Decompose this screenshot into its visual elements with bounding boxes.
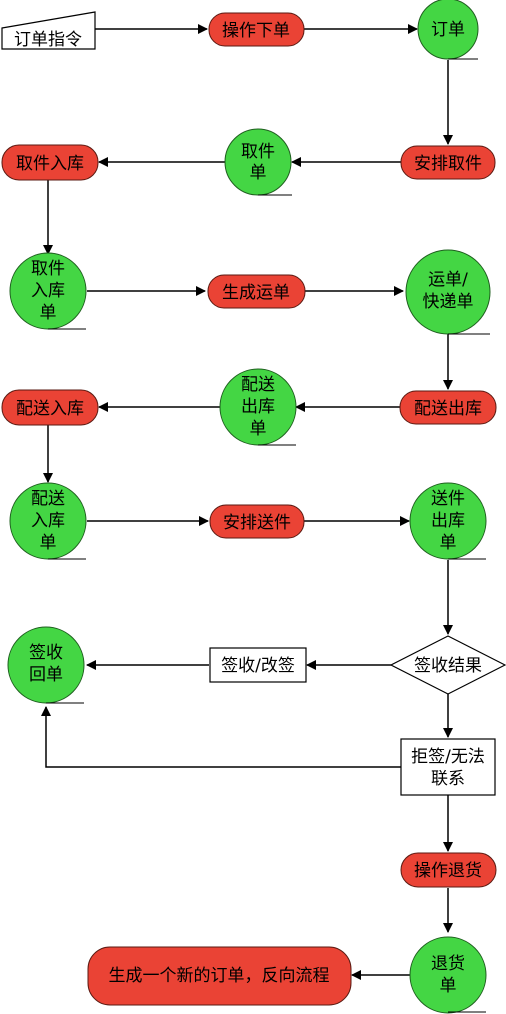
doc-pickup-in-slip: 取件 入库 单 — [9, 252, 87, 330]
document-label-line2: 回单 — [29, 665, 63, 685]
document-label-line2: 出库 — [241, 397, 275, 417]
process-label: 安排取件 — [414, 154, 482, 174]
decision-label: 签收结果 — [414, 656, 482, 676]
document-label-line1: 取件 — [31, 259, 65, 279]
process-make-waybill: 生成运单 — [207, 274, 306, 309]
outcome-box — [209, 647, 307, 683]
document-label-line2: 出库 — [431, 511, 465, 531]
process-pickup-in: 取件入库 — [1, 144, 99, 181]
process-reverse: 生成一个新的订单，反向流程 — [87, 946, 352, 1006]
doc-dispatch-out-slip: 配送 出库 单 — [219, 368, 297, 446]
process-label: 安排送件 — [223, 513, 291, 533]
decision-sign-result: 签收结果 — [389, 635, 506, 695]
start-node: 订单指令 — [1, 11, 96, 50]
decision-diamond — [389, 635, 506, 695]
doc-return-slip: 退货 单 — [409, 936, 487, 1014]
outcome-label: 签收/改签 — [221, 656, 295, 676]
doc-pickup-slip: 取件 单 — [224, 128, 292, 196]
process-label: 配送入库 — [16, 399, 84, 419]
start-label: 订单指令 — [14, 30, 82, 50]
process-shape — [209, 504, 305, 539]
process-dispatch-out: 配送出库 — [399, 390, 497, 425]
document-label-line2: 单 — [440, 976, 457, 996]
process-label: 生成运单 — [222, 283, 290, 303]
outcome-label-line2: 联系 — [431, 769, 465, 789]
outcome-box — [400, 738, 496, 796]
process-shape — [1, 144, 99, 181]
process-dispatch-in: 配送入库 — [1, 389, 99, 426]
doc-waybill: 运单/ 快递单 — [405, 249, 491, 335]
document-label-line1: 签收 — [29, 643, 63, 663]
document-label: 订单 — [431, 20, 465, 40]
document-label-line2: 快递单 — [423, 292, 474, 312]
doc-delivery-out-slip: 送件 出库 单 — [409, 482, 487, 560]
document-label-line3: 单 — [440, 533, 457, 553]
process-shape — [208, 12, 305, 47]
document-label-line3: 单 — [40, 533, 57, 553]
process-shape — [1, 389, 99, 426]
process-op-return: 操作退货 — [400, 852, 497, 888]
box-sign-change: 签收/改签 — [209, 647, 307, 683]
process-label: 生成一个新的订单，反向流程 — [109, 966, 330, 986]
box-refuse: 拒签/无法 联系 — [400, 738, 496, 796]
process-label: 操作下单 — [222, 21, 290, 41]
document-label-line1: 配送 — [31, 489, 65, 509]
document-label-line1: 配送 — [241, 375, 275, 395]
process-label: 配送出库 — [414, 399, 482, 419]
document-label-line3: 单 — [250, 419, 267, 439]
process-shape — [400, 145, 496, 180]
document-label-line1: 退货 — [431, 954, 465, 974]
document-label-line1: 送件 — [431, 489, 465, 509]
document-label-line1: 取件 — [241, 142, 275, 162]
process-shape — [399, 390, 497, 425]
document-label-line2: 入库 — [31, 281, 65, 301]
document-circle — [409, 936, 487, 1014]
document-label-line2: 入库 — [31, 511, 65, 531]
process-arrange-delivery: 安排送件 — [209, 504, 305, 539]
document-label-line1: 运单/ — [428, 270, 468, 290]
doc-dispatch-in-slip: 配送 入库 单 — [9, 482, 87, 560]
connectors — [41, 24, 453, 980]
document-circle — [224, 128, 292, 196]
edge-refuse-to-receipt — [41, 706, 401, 768]
process-label: 取件入库 — [16, 154, 84, 174]
manual-input-shape — [1, 11, 96, 50]
process-arrange-pickup: 安排取件 — [400, 145, 496, 180]
doc-order: 订单 — [417, 0, 479, 60]
document-label-line3: 单 — [40, 303, 57, 323]
process-op-order: 操作下单 — [208, 12, 305, 47]
process-shape — [87, 946, 352, 1006]
outcome-label-line1: 拒签/无法 — [411, 747, 485, 767]
document-label-line2: 单 — [250, 163, 267, 183]
process-label: 操作退货 — [414, 861, 482, 881]
doc-receipt: 签收 回单 — [7, 626, 85, 704]
process-shape — [207, 274, 306, 309]
process-shape — [400, 852, 497, 888]
